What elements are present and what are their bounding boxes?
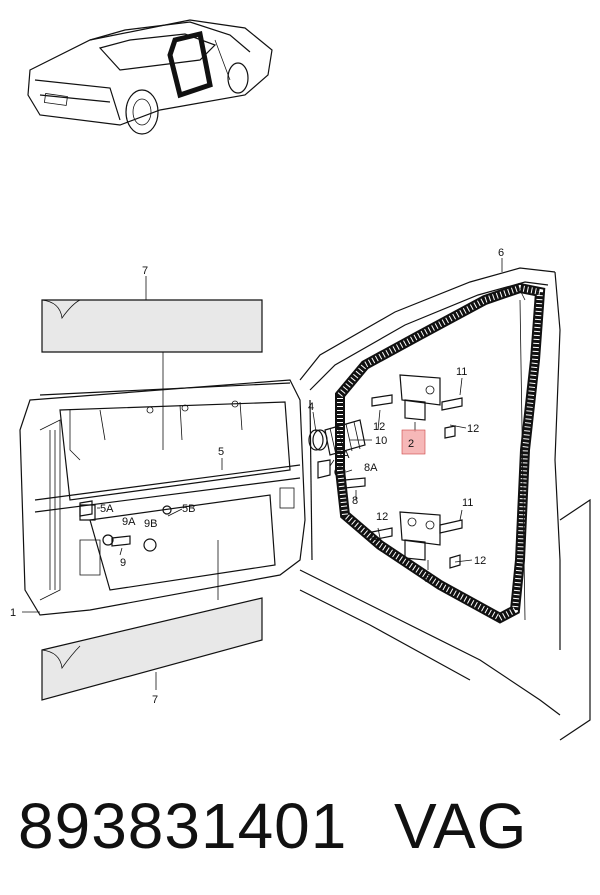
upper-hinge	[371, 374, 463, 439]
body-frame	[299, 267, 591, 741]
callout-12-bottom-right: 12	[474, 555, 486, 567]
callout-11-top: 11	[456, 366, 467, 378]
callout-9b: 9B	[144, 518, 157, 530]
callout-9: 9	[120, 557, 126, 569]
callout-8: 8	[352, 495, 358, 507]
callout-labels: 1 2 3 4 5 5A 5A 5B 6 7 7 8 8A 9 9A 9B 10…	[10, 247, 504, 706]
small-fasteners	[79, 459, 366, 552]
callout-1: 1	[10, 607, 16, 619]
callout-5b: 5B	[182, 503, 195, 515]
felt-strip-bottom	[41, 597, 263, 701]
callout-2: 2	[408, 438, 414, 450]
car-illustration	[27, 19, 273, 135]
callout-4: 4	[308, 401, 314, 413]
callout-8a: 8A	[364, 462, 378, 474]
leader-lines	[22, 258, 503, 690]
callout-6: 6	[498, 247, 504, 259]
part-number: 893831401	[18, 790, 348, 862]
callout-3: 3	[424, 573, 430, 585]
exploded-parts-diagram: 1 2 3 4 5 5A 5A 5B 6 7 7 8 8A 9 9A 9B 10…	[10, 19, 591, 741]
callout-5: 5	[218, 446, 224, 458]
callout-5a-right: 5A	[336, 449, 350, 461]
callout-5a-left: 5A	[100, 503, 114, 515]
part-footer: 893831401 VAG	[18, 786, 588, 866]
callout-9a: 9A	[122, 516, 136, 528]
callout-12-top-left: 12	[373, 421, 385, 433]
callout-7-top: 7	[142, 265, 148, 277]
brand-name: VAG	[394, 790, 528, 862]
callout-12-bottom-left: 12	[376, 511, 388, 523]
callout-7-bottom: 7	[152, 694, 158, 706]
part-2-highlight	[401, 429, 426, 455]
lower-hinge	[371, 511, 463, 569]
felt-strip-top	[41, 299, 263, 353]
callout-11-bottom: 11	[462, 497, 473, 509]
door-panel	[19, 379, 306, 616]
callout-12-top-right: 12	[467, 423, 479, 435]
callout-10: 10	[375, 435, 387, 447]
